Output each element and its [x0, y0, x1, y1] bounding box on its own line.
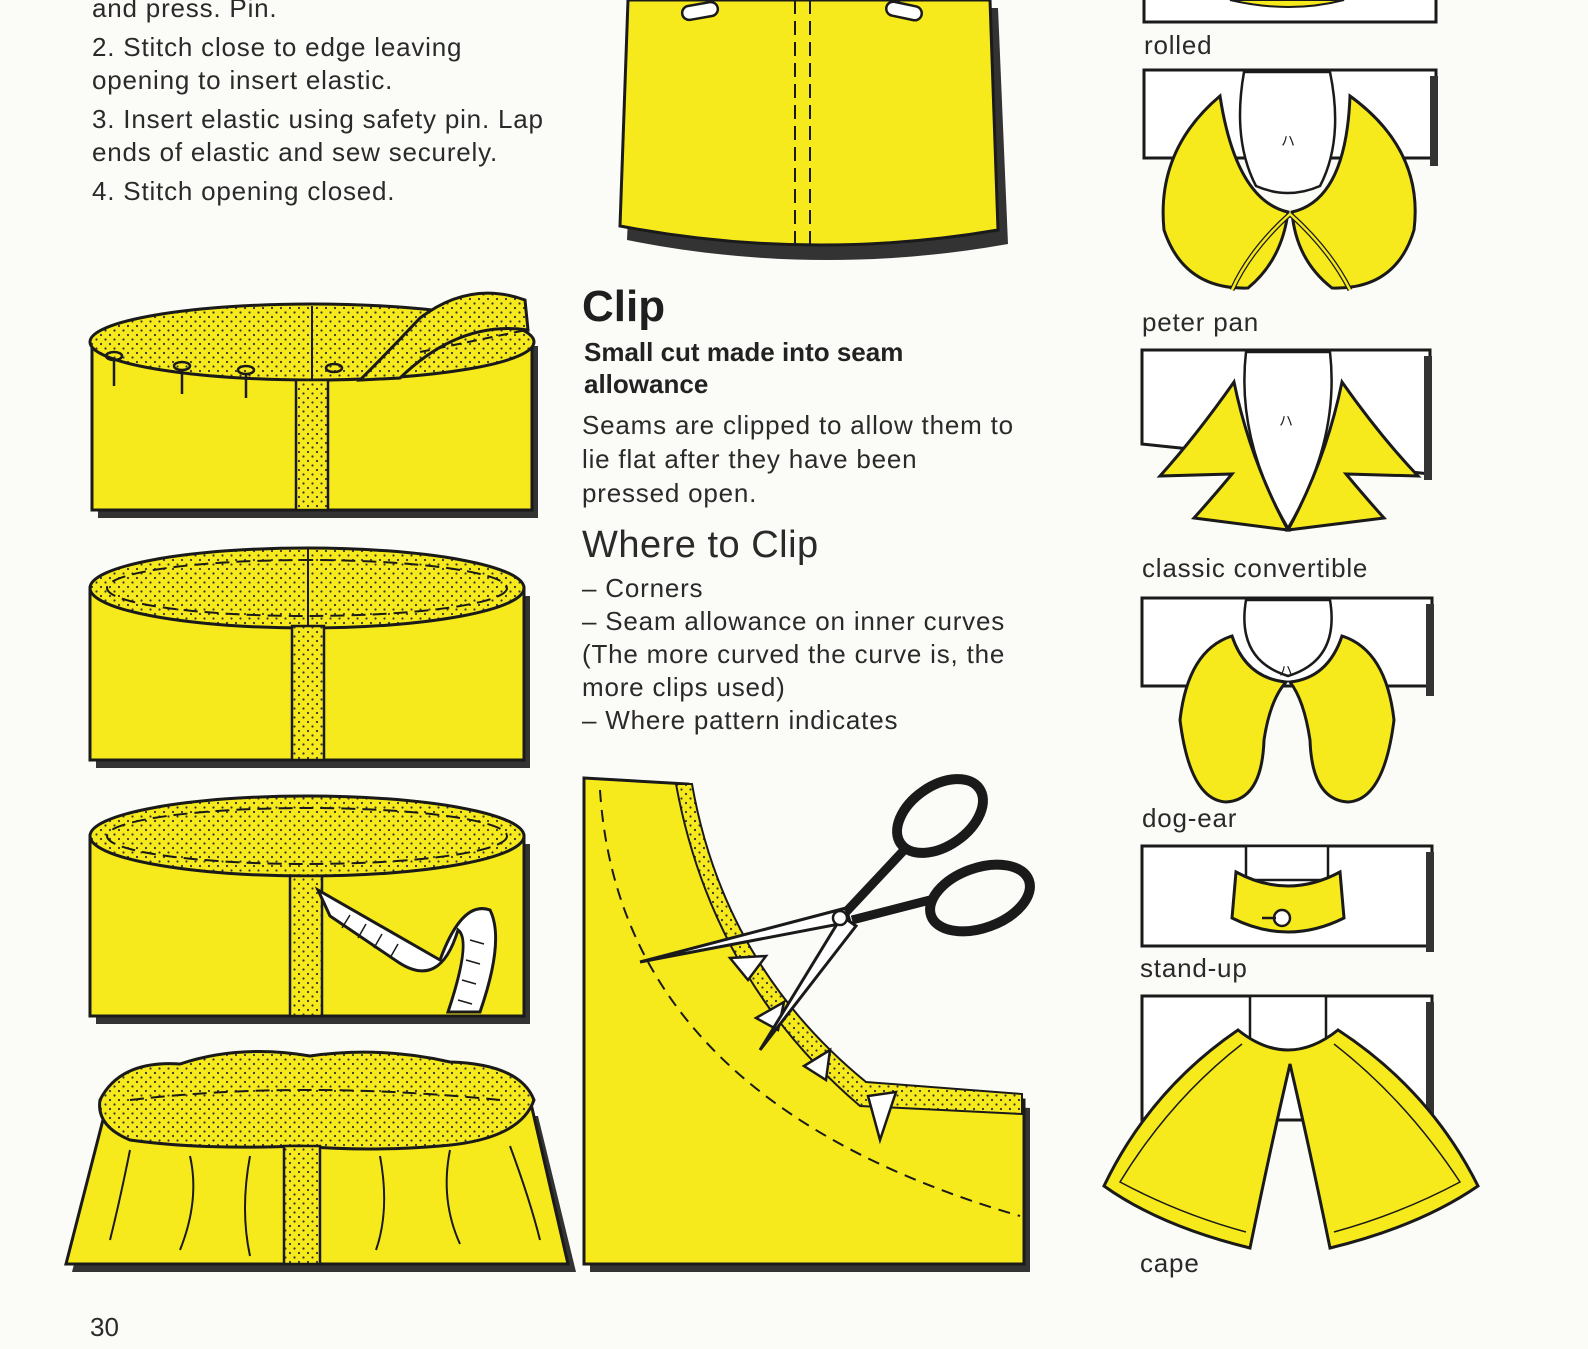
- where-to-clip-heading: Where to Clip: [582, 524, 819, 566]
- collar-label-classic-convertible: classic convertible: [1142, 553, 1369, 583]
- skirt-illustration: [618, 0, 1008, 261]
- waistband-step-2-illustration: [88, 546, 530, 768]
- collar-label-stand-up: stand-up: [1140, 953, 1248, 983]
- collar-cape-illustration: [1102, 994, 1480, 1250]
- svg-text:ハ: ハ: [1281, 133, 1295, 149]
- collar-label-dog-ear: dog-ear: [1142, 803, 1238, 833]
- page-number: 30: [90, 1312, 119, 1342]
- collar-rolled-illustration: [1142, 0, 1438, 24]
- collar-classic-convertible-illustration: ハ: [1140, 348, 1432, 532]
- sewing-steps: and press. Pin. 2. Stitch close to edge …: [92, 0, 552, 214]
- step-2: 2. Stitch close to edge leaving opening …: [92, 32, 463, 95]
- waistband-step-1-illustration: [88, 291, 538, 518]
- collar-dog-ear-illustration: ハ: [1140, 596, 1434, 804]
- svg-text:ハ: ハ: [1279, 413, 1293, 429]
- list-item: – Seam allowance on inner curves (The mo…: [582, 606, 1006, 702]
- collar-label-cape: cape: [1140, 1248, 1200, 1278]
- step-4: 4. Stitch opening closed.: [92, 176, 396, 206]
- where-to-clip-list: – Corners – Seam allowance on inner curv…: [582, 572, 1022, 737]
- collar-label-peter-pan: peter pan: [1142, 307, 1260, 337]
- clip-subheading: Small cut made into seam allowance: [584, 337, 904, 399]
- collar-stand-up-illustration: [1140, 844, 1434, 952]
- waistband-step-3-illustration: [88, 794, 530, 1024]
- step-1-tail: and press. Pin.: [92, 0, 278, 23]
- list-item: – Where pattern indicates: [582, 705, 899, 735]
- collar-label-rolled: rolled: [1144, 30, 1213, 60]
- waistband-step-4-illustration: [64, 1050, 576, 1272]
- svg-text:ハ: ハ: [1279, 663, 1293, 679]
- collar-peter-pan-illustration: ハ: [1142, 68, 1438, 292]
- list-item: – Corners: [582, 573, 704, 603]
- step-3: 3. Insert elastic using safety pin. Lap …: [92, 104, 544, 167]
- clip-scissors-illustration: [582, 774, 1035, 1272]
- clip-body: Seams are clipped to allow them to lie f…: [582, 410, 1014, 508]
- clip-heading: Clip: [582, 282, 666, 331]
